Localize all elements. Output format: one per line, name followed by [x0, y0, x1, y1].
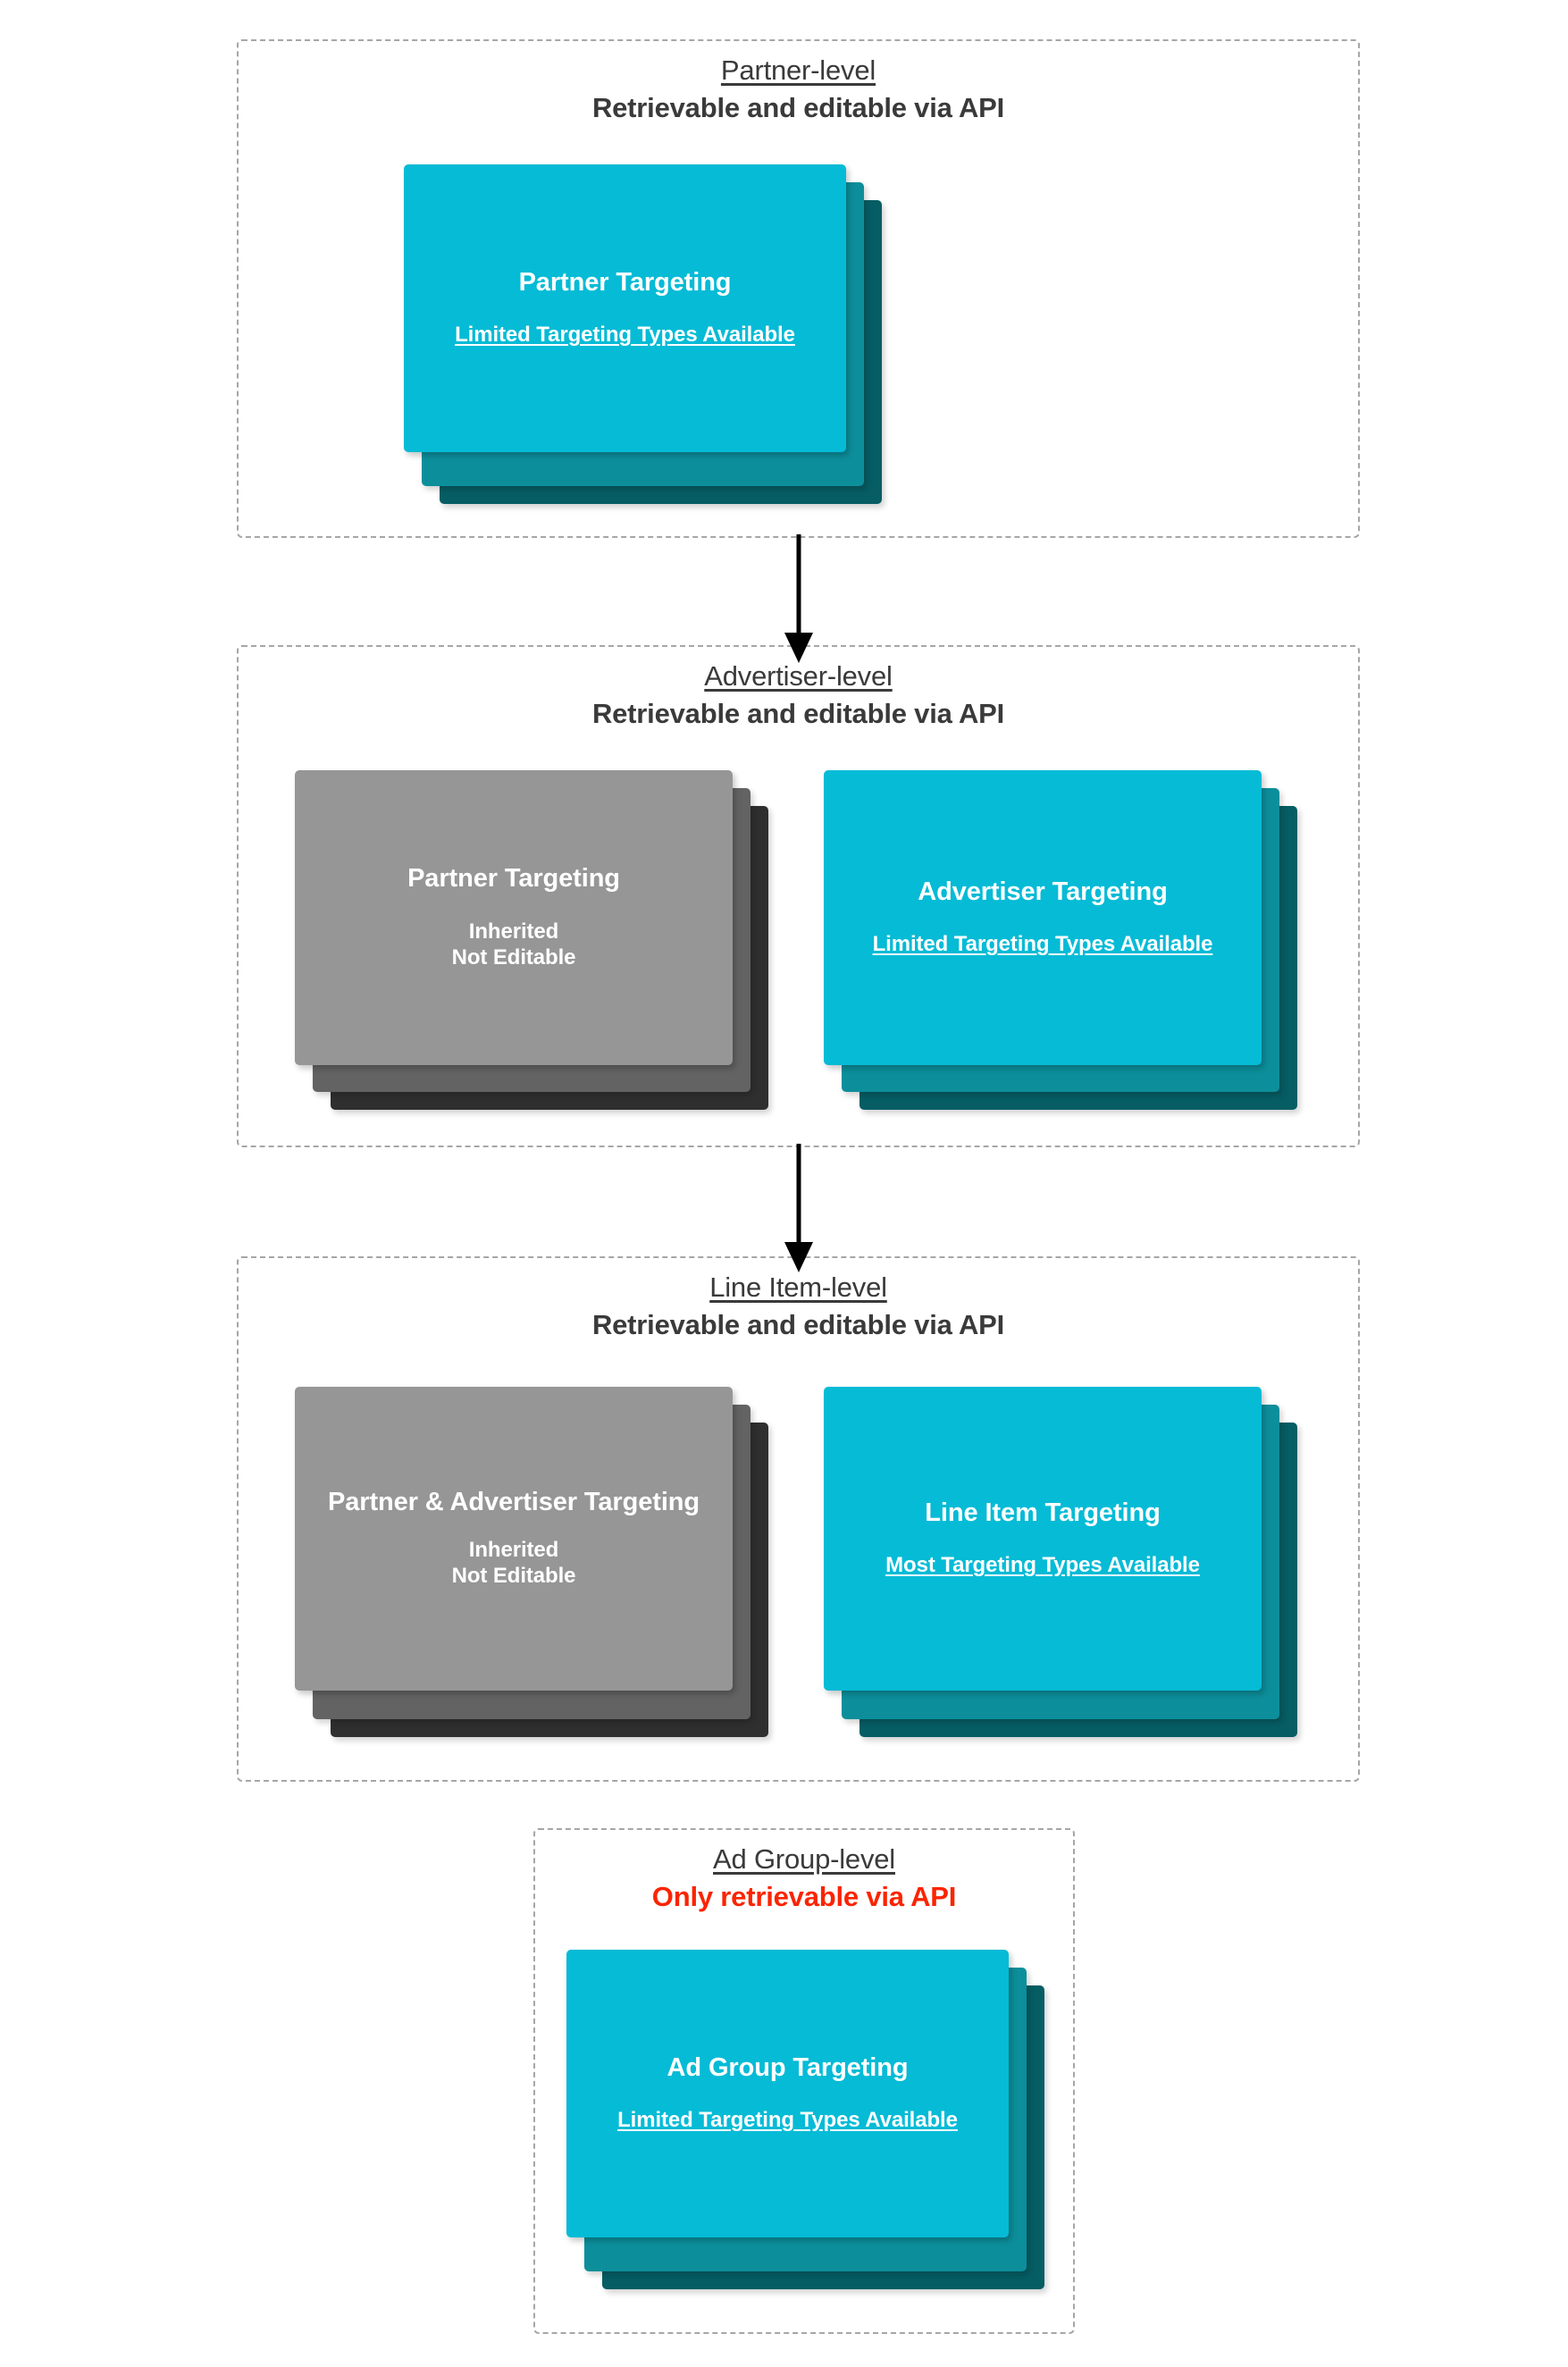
level-header-advertiser: Advertiser-level Retrievable and editabl… — [239, 659, 1358, 730]
level-box-ad-group: Ad Group-level Only retrievable via API … — [533, 1828, 1075, 2334]
level-title-ad-group: Ad Group-level — [713, 1843, 895, 1875]
level-api-note-ad-group: Only retrievable via API — [651, 1881, 957, 1913]
card-stack-partner-targeting: Partner Targeting Limited Targeting Type… — [404, 164, 886, 506]
level-header-partner: Partner-level Retrievable and editable v… — [239, 54, 1358, 124]
card-note-inherited-partner-targeting: Inherited Not Editable — [451, 919, 576, 969]
level-title-partner: Partner-level — [720, 55, 876, 86]
level-header-ad-group: Ad Group-level Only retrievable via API — [535, 1842, 1073, 1913]
card-ad-group-targeting[interactable]: Ad Group Targeting Limited Targeting Typ… — [566, 1950, 1009, 2237]
card-note-line-item-targeting: Most Targeting Types Available — [885, 1553, 1200, 1578]
card-title-advertiser-targeting: Advertiser Targeting — [918, 877, 1168, 906]
arrow-advertiser-to-line-item — [784, 1144, 813, 1272]
level-box-partner: Partner-level Retrievable and editable v… — [237, 39, 1360, 538]
level-api-note-line-item: Retrievable and editable via API — [591, 1309, 1005, 1341]
card-stack-inherited-partner: Partner Targeting Inherited Not Editable — [295, 770, 777, 1119]
level-box-advertiser: Advertiser-level Retrievable and editabl… — [237, 645, 1360, 1147]
level-title-advertiser: Advertiser-level — [704, 660, 893, 692]
card-note-ad-group-targeting: Limited Targeting Types Available — [617, 2108, 958, 2133]
card-note-advertiser-targeting: Limited Targeting Types Available — [872, 932, 1213, 957]
card-inherited-partner-advertiser-targeting[interactable]: Partner & Advertiser Targeting Inherited… — [295, 1387, 733, 1691]
card-partner-targeting[interactable]: Partner Targeting Limited Targeting Type… — [404, 164, 846, 452]
level-title-line-item: Line Item-level — [709, 1272, 887, 1303]
card-line-item-targeting[interactable]: Line Item Targeting Most Targeting Types… — [824, 1387, 1262, 1691]
card-title-inherited-partner-advertiser-targeting: Partner & Advertiser Targeting — [328, 1488, 700, 1517]
level-header-line-item: Line Item-level Retrievable and editable… — [239, 1271, 1358, 1341]
card-stack-line-item-targeting: Line Item Targeting Most Targeting Types… — [824, 1387, 1306, 1744]
card-stack-inherited-partner-advertiser: Partner & Advertiser Targeting Inherited… — [295, 1387, 777, 1744]
card-note-inherited-partner-advertiser-targeting: Inherited Not Editable — [451, 1538, 576, 1588]
card-inherited-partner-targeting[interactable]: Partner Targeting Inherited Not Editable — [295, 770, 733, 1065]
card-stack-advertiser-targeting: Advertiser Targeting Limited Targeting T… — [824, 770, 1306, 1119]
card-title-line-item-targeting: Line Item Targeting — [925, 1498, 1161, 1527]
card-advertiser-targeting[interactable]: Advertiser Targeting Limited Targeting T… — [824, 770, 1262, 1065]
card-note-partner-targeting: Limited Targeting Types Available — [455, 323, 795, 348]
level-api-note-partner: Retrievable and editable via API — [591, 92, 1005, 124]
level-api-note-advertiser: Retrievable and editable via API — [591, 698, 1005, 730]
card-title-ad-group-targeting: Ad Group Targeting — [667, 2052, 909, 2082]
card-stack-ad-group-targeting: Ad Group Targeting Limited Targeting Typ… — [566, 1950, 1049, 2300]
level-box-line-item: Line Item-level Retrievable and editable… — [237, 1256, 1360, 1782]
arrow-partner-to-advertiser — [784, 534, 813, 663]
card-title-partner-targeting: Partner Targeting — [518, 267, 732, 297]
card-title-inherited-partner-targeting: Partner Targeting — [407, 864, 620, 894]
